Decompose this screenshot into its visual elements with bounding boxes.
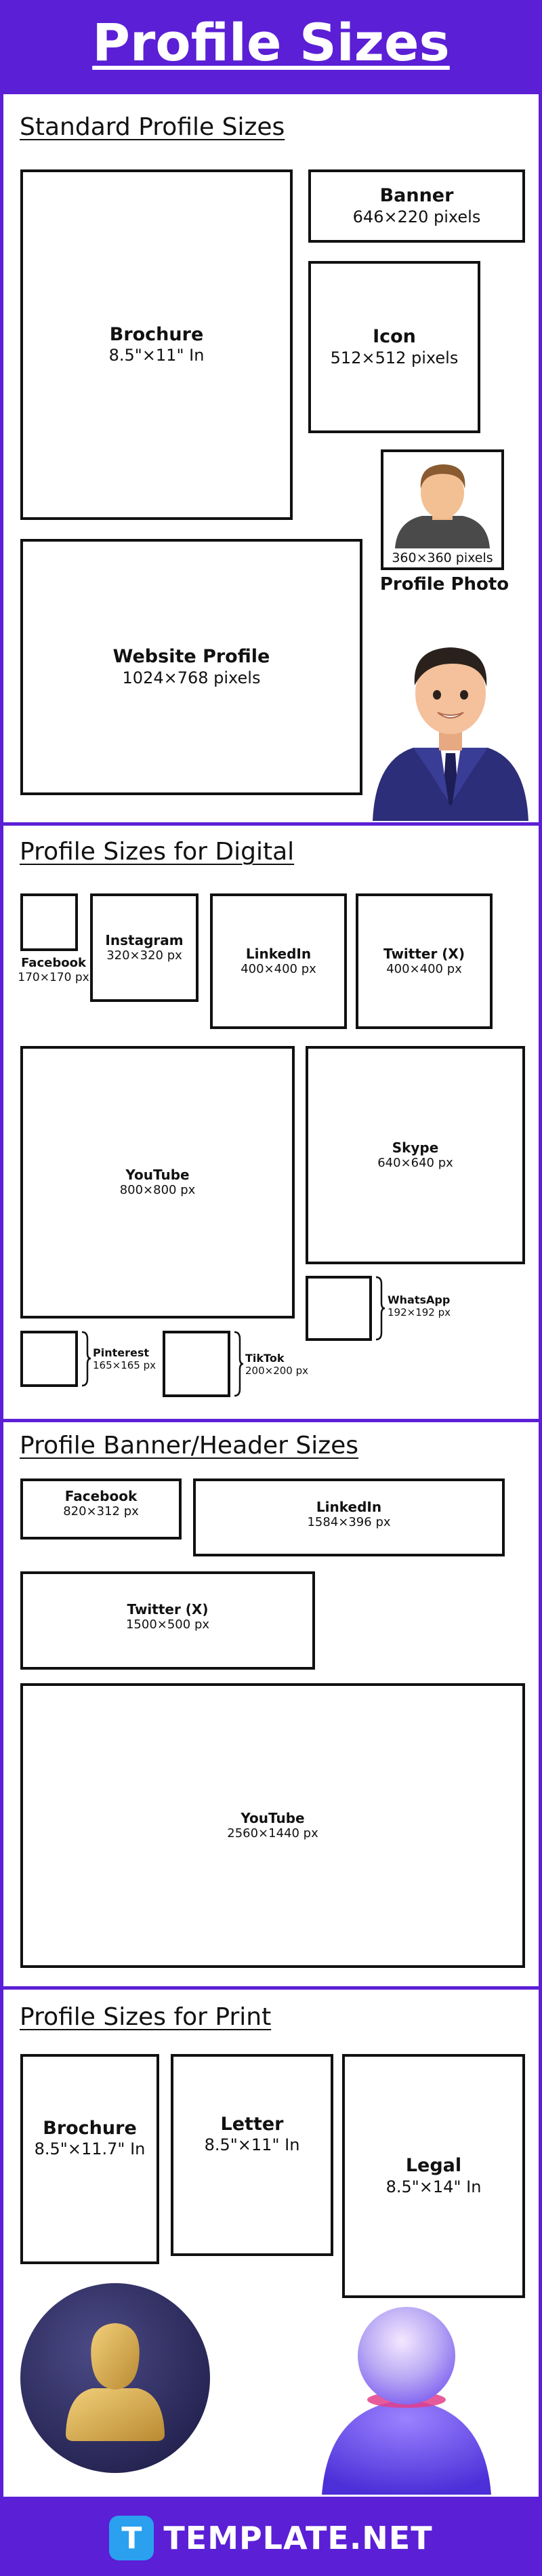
print-letter-label: Letter (220, 2114, 284, 2135)
website-profile-label: Website Profile (112, 646, 270, 668)
digital-pinterest-size: 165×165 px (93, 1359, 156, 1372)
print-brochure-label: Brochure (43, 2118, 137, 2139)
digital-instagram-size: 320×320 px (106, 948, 182, 963)
brace-icon (81, 1331, 91, 1387)
print-legal-label: Legal (405, 2155, 462, 2177)
print-brochure-box: Brochure 8.5"×11.7" In (20, 2054, 159, 2264)
print-legal-size: 8.5"×14" In (385, 2177, 482, 2196)
brace-icon (375, 1276, 385, 1341)
profile-photo-label: Profile Photo (379, 574, 509, 595)
print-legal-box: Legal 8.5"×14" In (342, 2054, 525, 2298)
banner-linkedin-box: LinkedIn 1584×396 px (193, 1478, 505, 1556)
banner-facebook-label: Facebook (64, 1488, 138, 1504)
page-title: Profile Sizes (92, 12, 450, 73)
user-3d-icon (322, 2307, 491, 2495)
digital-linkedin-size: 400×400 px (241, 962, 316, 977)
digital-whatsapp-size: 192×192 px (388, 1306, 451, 1319)
digital-twitter-size: 400×400 px (386, 962, 462, 977)
digital-whatsapp-box (306, 1276, 372, 1341)
digital-tiktok-label: TikTok (245, 1352, 285, 1365)
icon-box: Icon 512×512 pixels (308, 261, 480, 433)
digital-youtube-box: YouTube 800×800 px (20, 1046, 295, 1319)
banner-label: Banner (379, 185, 454, 207)
template-logo-icon: T (109, 2516, 154, 2560)
section-standard: Standard Profile Sizes Brochure 8.5"×11"… (3, 94, 539, 822)
digital-tiktok-box (163, 1331, 230, 1397)
banner-box: Banner 646×220 pixels (308, 169, 525, 243)
digital-instagram-label: Instagram (105, 932, 184, 949)
digital-skype-size: 640×640 px (377, 1156, 453, 1171)
banner-youtube-box: YouTube 2560×1440 px (20, 1683, 525, 1968)
icon-label: Icon (373, 326, 416, 348)
logo-letter: T (121, 2520, 142, 2556)
section-digital: Profile Sizes for Digital Facebook 170×1… (3, 826, 539, 1419)
banner-linkedin-label: LinkedIn (316, 1499, 382, 1515)
brochure-box: Brochure 8.5"×11" In (20, 169, 293, 520)
banner-youtube-label: YouTube (241, 1810, 305, 1827)
website-profile-box: Website Profile 1024×768 pixels (20, 539, 362, 795)
digital-pinterest-caption: Pinterest 165×165 px (93, 1346, 156, 1371)
page-header: Profile Sizes (0, 0, 542, 84)
digital-linkedin-label: LinkedIn (245, 946, 312, 963)
brochure-label: Brochure (109, 323, 204, 345)
digital-pinterest-box (20, 1331, 78, 1387)
digital-tiktok-size: 200×200 px (245, 1365, 308, 1377)
digital-facebook-box (20, 893, 78, 951)
section-print: Profile Sizes for Print Brochure 8.5"×11… (3, 1990, 539, 2497)
digital-whatsapp-caption: WhatsApp 192×192 px (388, 1293, 451, 1319)
print-letter-box: Letter 8.5"×11" In (171, 2054, 333, 2256)
digital-twitter-box: Twitter (X) 400×400 px (356, 893, 493, 1029)
website-profile-size: 1024×768 pixels (122, 668, 261, 687)
banner-youtube-size: 2560×1440 px (227, 1826, 318, 1841)
banner-twitter-label: Twitter (X) (127, 1601, 209, 1617)
digital-twitter-label: Twitter (X) (383, 946, 465, 963)
section-banner: Profile Banner/Header Sizes Facebook 820… (3, 1422, 539, 1986)
businessman-illustration (373, 647, 528, 821)
banner-facebook-size: 820×312 px (63, 1504, 139, 1518)
banner-size: 646×220 pixels (352, 207, 481, 226)
default-avatar-icon (395, 464, 490, 548)
digital-facebook-label: Facebook (21, 956, 86, 970)
digital-pinterest-label: Pinterest (93, 1346, 150, 1359)
digital-tiktok-caption: TikTok 200×200 px (245, 1352, 308, 1377)
section-title-print: Profile Sizes for Print (20, 2003, 272, 2031)
brace-icon (234, 1331, 244, 1397)
brochure-size: 8.5"×11" In (108, 346, 205, 365)
banner-twitter-size: 1500×500 px (125, 1617, 210, 1632)
section-title-standard: Standard Profile Sizes (20, 113, 285, 141)
banner-linkedin-size: 1584×396 px (307, 1515, 391, 1529)
banner-twitter-box: Twitter (X) 1500×500 px (20, 1571, 315, 1670)
banner-facebook-box: Facebook 820×312 px (20, 1478, 182, 1539)
section-title-banner: Profile Banner/Header Sizes (20, 1432, 359, 1460)
brand-name: TEMPLATE.NET (163, 2520, 433, 2556)
profile-photo-box: 360×360 pixels (381, 449, 504, 570)
digital-skype-label: Skype (392, 1140, 439, 1156)
icon-size: 512×512 pixels (330, 348, 459, 367)
digital-facebook-size: 170×170 px (18, 970, 89, 984)
section-title-digital: Profile Sizes for Digital (20, 838, 295, 866)
print-letter-size: 8.5"×11" In (204, 2135, 300, 2155)
user-circle-icon (20, 2283, 210, 2473)
digital-skype-box: Skype 640×640 px (306, 1046, 525, 1264)
profile-photo-size: 360×360 pixels (392, 550, 493, 566)
digital-youtube-size: 800×800 px (119, 1183, 196, 1198)
digital-linkedin-box: LinkedIn 400×400 px (210, 893, 347, 1029)
digital-whatsapp-label: WhatsApp (388, 1293, 451, 1306)
digital-facebook-caption: Facebook 170×170 px (13, 956, 94, 984)
digital-youtube-label: YouTube (125, 1167, 190, 1184)
footer-brand: T TEMPLATE.NET (0, 2500, 542, 2576)
digital-instagram-box: Instagram 320×320 px (90, 893, 199, 1002)
print-brochure-size: 8.5"×11.7" In (34, 2139, 146, 2159)
